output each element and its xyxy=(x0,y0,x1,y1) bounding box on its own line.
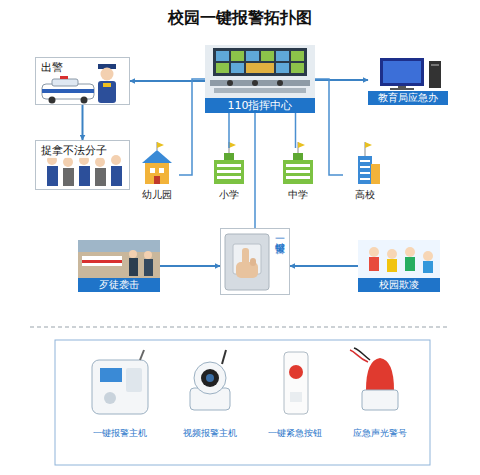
arrow-connector xyxy=(82,105,84,140)
tree-connector xyxy=(295,113,297,148)
device-node: 一键紧急按钮 xyxy=(260,348,330,442)
node-label: 幼儿园 xyxy=(135,188,179,202)
node-label: 110指挥中心 xyxy=(205,98,315,113)
node-label: 视频报警主机 xyxy=(175,427,245,440)
school-node: 高校 xyxy=(343,148,387,202)
tree-connector xyxy=(315,79,343,175)
school-node: 中学 xyxy=(276,148,320,202)
node-label: 中学 xyxy=(276,188,320,202)
node-label: 高校 xyxy=(343,188,387,202)
tree-connector xyxy=(228,113,230,148)
node-label: 教育局应急办 xyxy=(368,91,448,105)
incident-box: 歹徒袭击 xyxy=(78,240,160,292)
video-alarm-device xyxy=(190,350,230,410)
capture-box: 捉拿不法分子 xyxy=(35,140,130,190)
node-label: 应急声光警号 xyxy=(345,427,415,440)
alarm-host-device xyxy=(92,350,148,414)
command-center-box: 110指挥中心 xyxy=(205,45,315,113)
dispatch-box: 出警 xyxy=(35,57,130,105)
device-node: 视频报警主机 xyxy=(175,348,245,442)
primary-school-building xyxy=(214,142,244,184)
kindergarten-building xyxy=(142,142,172,184)
tree-connector xyxy=(179,79,205,175)
university-building xyxy=(358,142,380,184)
arrow-connector xyxy=(160,265,220,267)
computer-picture xyxy=(380,58,441,90)
tree-connector xyxy=(254,113,256,228)
arrow-connector xyxy=(130,80,205,82)
device-node: 应急声光警号 xyxy=(345,348,415,442)
bureau-box: 教育局应急办 xyxy=(368,55,448,105)
diagram-title: 校园一键报警拓扑图 xyxy=(0,8,480,29)
dashed-separator xyxy=(30,326,450,327)
node-label: 一键报警 xyxy=(272,233,286,237)
school-node: 幼儿园 xyxy=(135,148,179,202)
attack-photo xyxy=(78,240,160,280)
middle-school-building xyxy=(283,142,313,184)
bullying-picture xyxy=(358,240,440,280)
node-label: 校园欺凌 xyxy=(358,278,440,292)
command-center-picture xyxy=(205,45,315,98)
incident-box: 校园欺凌 xyxy=(358,240,440,292)
device-frame xyxy=(55,340,430,465)
strobe-siren-device xyxy=(350,348,398,410)
alarm-box: 一键报警 xyxy=(220,228,290,295)
arrow-connector xyxy=(290,265,358,267)
hand-button-picture xyxy=(225,234,269,290)
node-label: 歹徒袭击 xyxy=(78,278,160,292)
capture-picture xyxy=(47,155,122,186)
emergency-button-device xyxy=(284,352,308,414)
school-node: 小学 xyxy=(207,148,251,202)
device-node: 一键报警主机 xyxy=(85,348,155,442)
node-label: 小学 xyxy=(207,188,251,202)
node-label: 出警 xyxy=(39,60,65,75)
node-label: 捉拿不法分子 xyxy=(39,143,109,158)
node-label: 一键紧急按钮 xyxy=(260,427,330,440)
node-label: 一键报警主机 xyxy=(85,427,155,440)
